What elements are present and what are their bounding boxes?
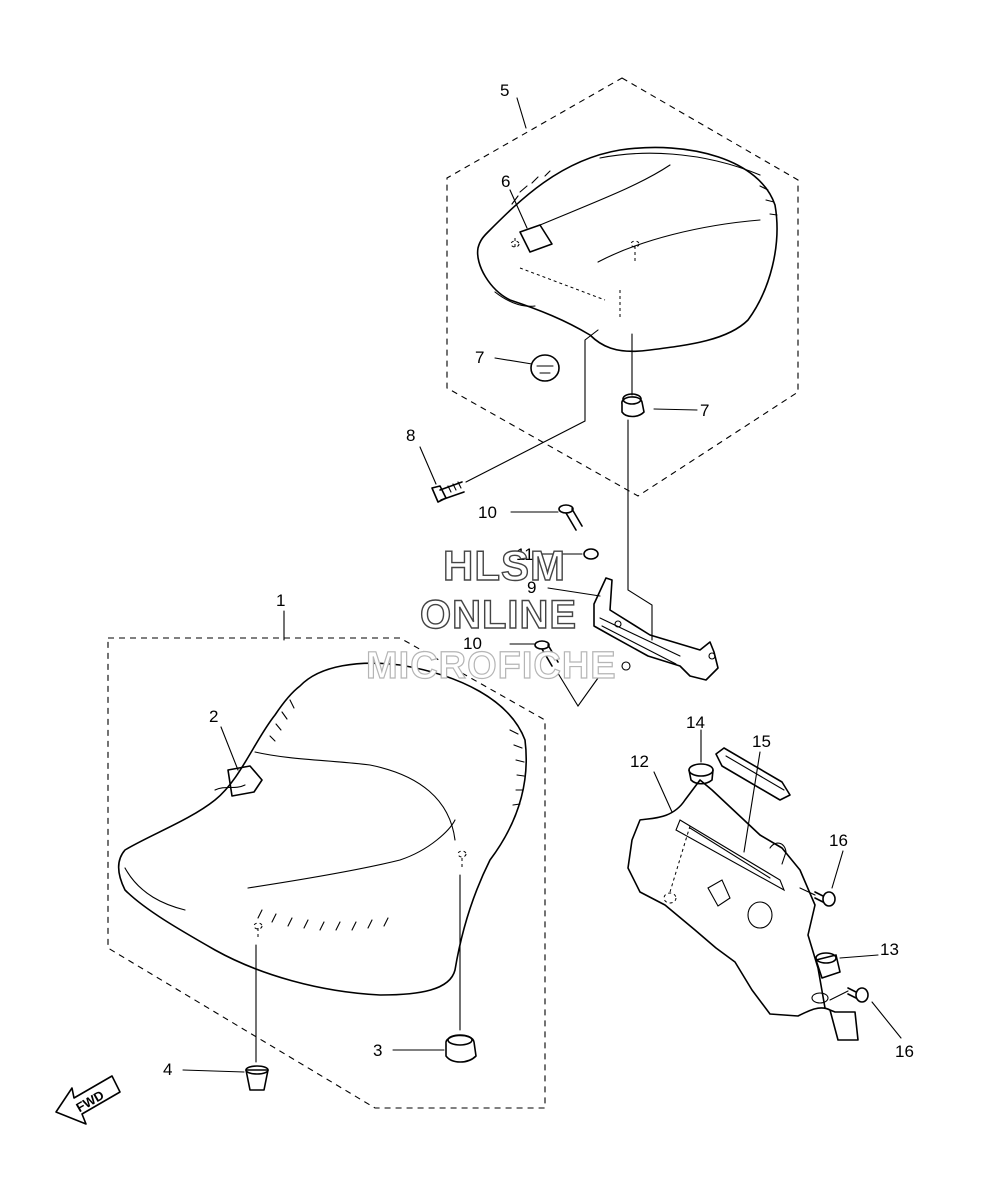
bolt-10-upper: [558, 504, 583, 531]
callout-12: 12: [630, 752, 649, 771]
callout-5: 5: [500, 81, 509, 100]
cover-grommet-13: [815, 952, 841, 979]
rear-damper-left: [530, 354, 560, 382]
watermark-line-1: HLSM: [443, 542, 566, 589]
callout-15: 15: [752, 732, 771, 751]
screw-16-upper: [814, 891, 836, 907]
rear-damper-right: [621, 393, 645, 418]
bolt-8: [431, 481, 465, 503]
front-damper: [445, 1034, 477, 1063]
watermark-line-2: ONLINE: [420, 593, 577, 637]
callout-6: 6: [501, 172, 510, 191]
seat-bracket: [593, 577, 719, 681]
front-seat: [117, 662, 528, 996]
front-seat-group-boundary: [107, 637, 546, 1109]
fwd-arrow: FWD: [55, 1075, 121, 1125]
washer-11: [583, 548, 599, 560]
callout-7-left: 7: [475, 348, 484, 367]
callout-9: 9: [527, 578, 536, 597]
callout-13: 13: [880, 940, 899, 959]
callout-14: 14: [686, 713, 705, 732]
callout-7-right: 7: [700, 401, 709, 420]
callout-10-lower: 10: [463, 634, 482, 653]
fwd-label: FWD: [73, 1087, 106, 1115]
callout-11: 11: [516, 545, 534, 564]
callout-2: 2: [209, 707, 218, 726]
callout-1: 1: [276, 591, 285, 610]
rear-emblem: [519, 224, 553, 253]
callout-16-upper: 16: [829, 831, 848, 850]
watermark: HLSM ONLINE MICROFICHE: [365, 541, 617, 687]
callout-3: 3: [373, 1041, 382, 1060]
rear-seat-group-boundary: [446, 77, 799, 497]
cover-strip-15: [715, 747, 791, 801]
bolt-10-lower: [534, 640, 559, 667]
side-cover: [627, 779, 859, 1041]
callout-10-upper: 10: [478, 503, 497, 522]
rear-seat: [476, 146, 778, 353]
cover-damper-14: [688, 763, 714, 785]
callout-16-lower: 16: [895, 1042, 914, 1061]
callout-8: 8: [406, 426, 415, 445]
callout-4: 4: [163, 1060, 172, 1079]
screw-16-lower: [847, 987, 869, 1003]
front-emblem: [227, 765, 263, 797]
front-grommet: [245, 1065, 269, 1091]
watermark-line-3: MICROFICHE: [366, 645, 617, 687]
fwd-arrow-icon: [55, 1075, 121, 1125]
